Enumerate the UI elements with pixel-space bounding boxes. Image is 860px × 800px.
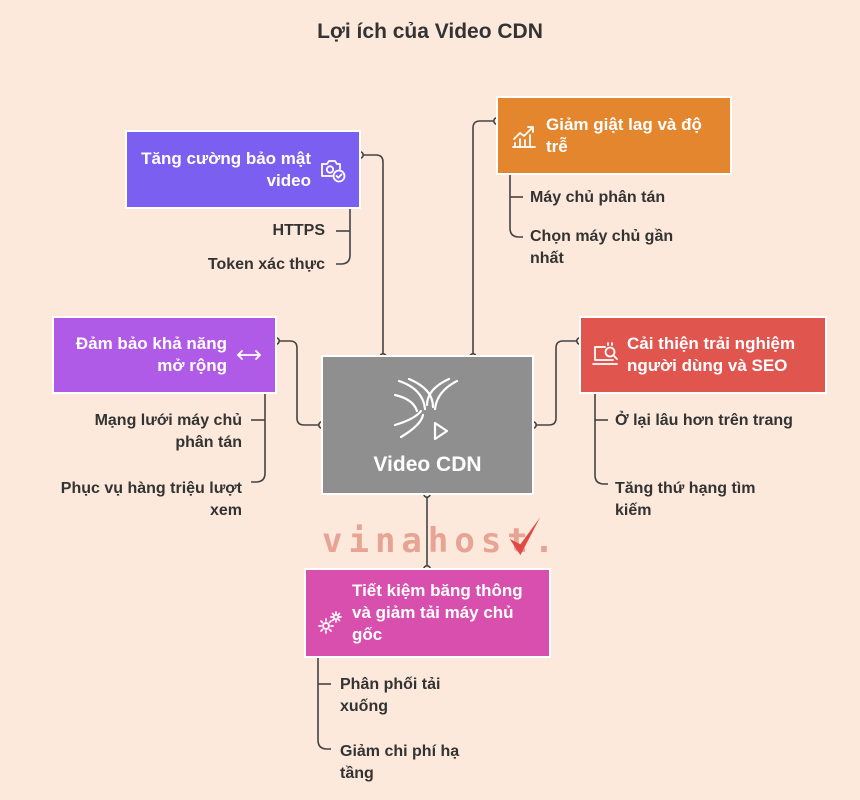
- gears-icon: [318, 611, 342, 634]
- vinahost-watermark: vinahost.: [322, 515, 554, 565]
- security-item-https: HTTPS: [272, 222, 325, 239]
- scalability-box: Đảm bảo khả năng mở rộng: [52, 316, 277, 394]
- bandwidth-item-distribution: Phân phối tải xuống: [340, 676, 441, 715]
- latency-item-nearest: Chọn máy chủ gần nhất: [530, 228, 674, 267]
- bandwidth-box: Tiết kiệm băng thông và giảm tải máy chủ…: [304, 568, 551, 658]
- latency-label: Giảm giật lag và độ trễ: [546, 114, 702, 156]
- security-box: Tăng cường bảo mật video: [125, 130, 361, 209]
- center-label: Video CDN: [373, 453, 482, 476]
- latency-box: Giảm giật lag và độ trễ: [496, 96, 732, 175]
- scalability-item-network: Mạng lưới máy chủ phân tán: [94, 412, 242, 451]
- stream-icon: [393, 377, 459, 441]
- camera-check-icon: [321, 159, 346, 182]
- watermark-text: vinahost.: [322, 521, 561, 561]
- center-node: Video CDN: [321, 355, 534, 495]
- latency-item-distributed: Máy chủ phân tán: [530, 189, 666, 206]
- checkmark-logo-icon: [509, 517, 541, 556]
- expand-arrows-icon: [237, 350, 261, 360]
- ux-label: Cải thiện trải nghiệm người dùng và SEO: [627, 334, 796, 375]
- diagram-title: Lợi ích của Video CDN: [317, 20, 543, 43]
- ux-item-ranking: Tăng thứ hạng tìm kiếm: [615, 480, 756, 519]
- security-label: Tăng cường bảo mật video: [141, 148, 311, 190]
- ux-box: Cải thiện trải nghiệm người dùng và SEO: [579, 316, 827, 394]
- bandwidth-item-cost: Giảm chi phí hạ tầng: [340, 743, 460, 782]
- security-item-token: Token xác thực: [207, 256, 325, 273]
- ux-item-stay-longer: Ở lại lâu hơn trên trang: [615, 412, 793, 429]
- scalability-item-millions: Phục vụ hàng triệu lượt xem: [60, 480, 242, 519]
- bandwidth-label: Tiết kiệm băng thông và giảm tải máy chủ…: [352, 581, 523, 644]
- scalability-label: Đảm bảo khả năng mở rộng: [75, 334, 227, 375]
- growth-chart-icon: [512, 125, 536, 148]
- seo-search-icon: [592, 342, 618, 365]
